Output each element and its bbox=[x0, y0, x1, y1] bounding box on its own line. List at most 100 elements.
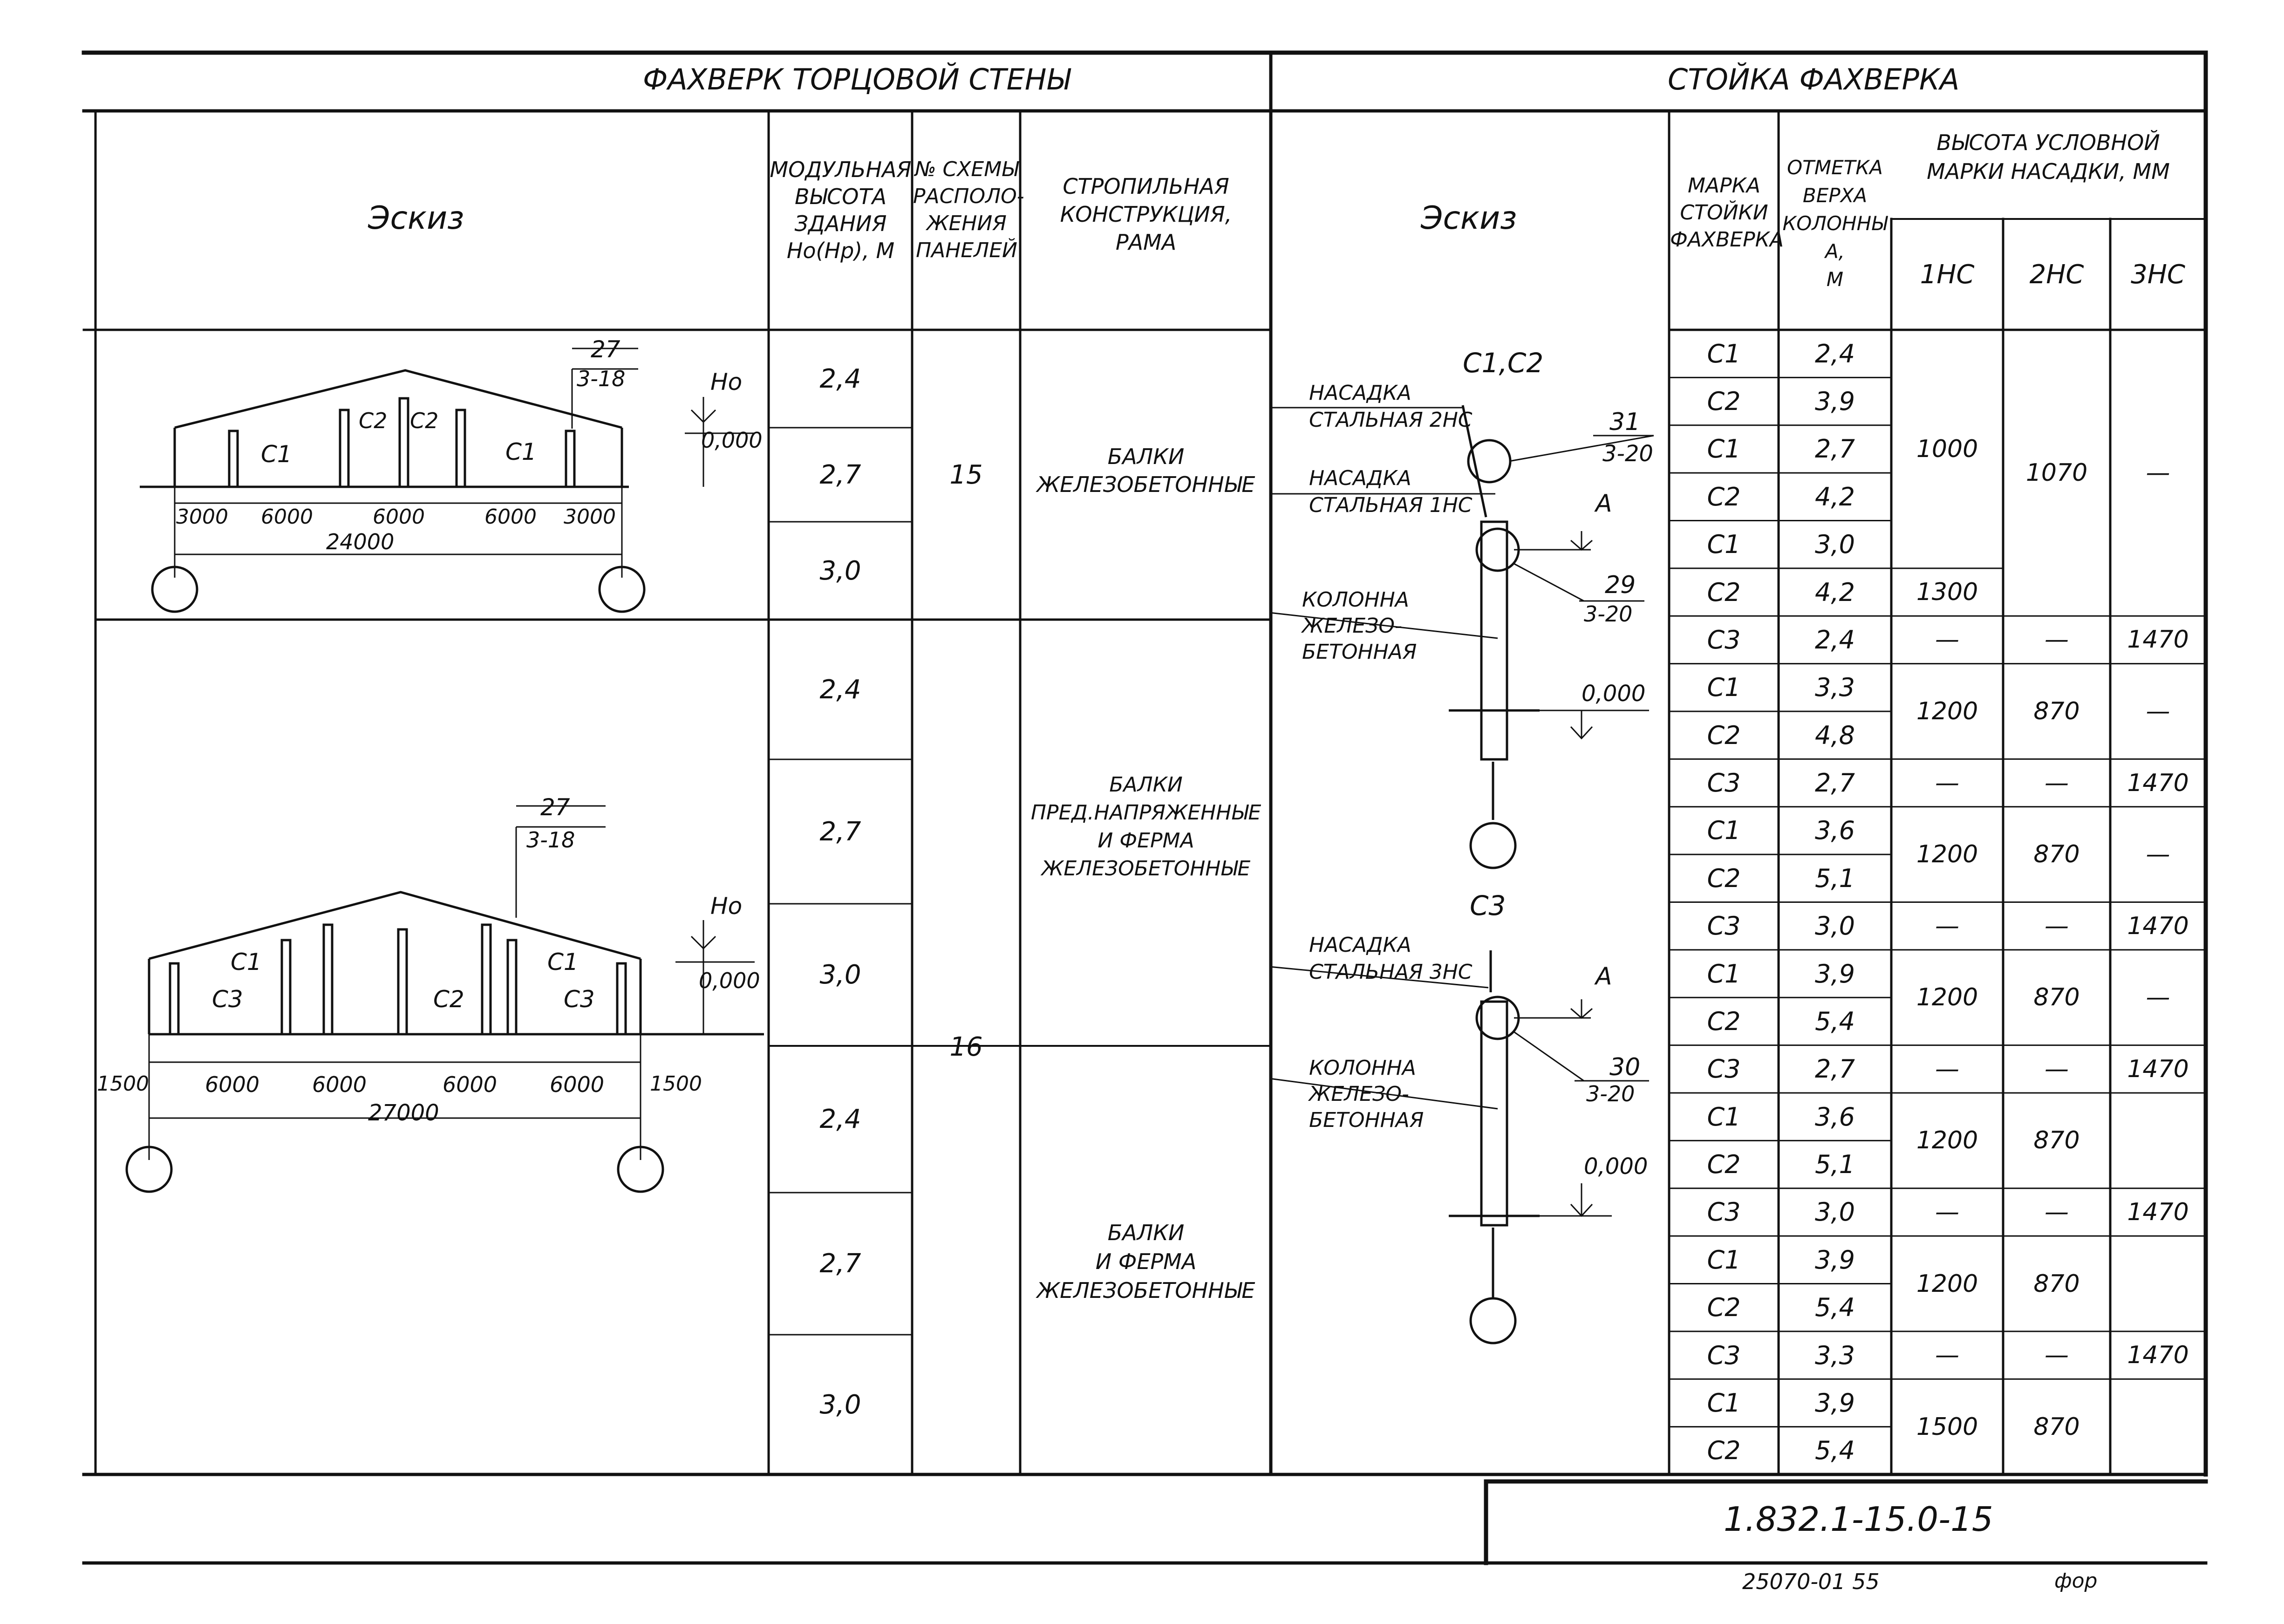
label-line: НАСАДКА bbox=[1309, 466, 1411, 490]
height-value: 2,4 bbox=[819, 363, 861, 394]
column-top-mark: 2,7 bbox=[1815, 1054, 1855, 1084]
top-header-line: М bbox=[1826, 268, 1844, 291]
column-top-mark: 5,4 bbox=[1815, 1293, 1855, 1323]
nozzle-value: — bbox=[1935, 1055, 1959, 1083]
column-mark: С1 bbox=[1707, 1388, 1741, 1418]
top-header-line: ОТМЕТКА bbox=[1787, 156, 1883, 179]
structure-line: И ФЕРМА bbox=[1095, 1249, 1197, 1274]
nozzle-value: — bbox=[2146, 697, 2170, 725]
column-label-a: КОЛОННА ЖЕЛЕЗО- БЕТОННАЯ bbox=[1302, 587, 1417, 665]
scheme-header-line: РАСПОЛО- bbox=[913, 184, 1024, 208]
structure-1: БАЛКИ ЖЕЛЕЗОБЕТОННЫЕ bbox=[1023, 443, 1269, 498]
column-top-mark: 3,9 bbox=[1815, 959, 1855, 989]
nozzle-value: — bbox=[2146, 983, 2170, 1012]
column-top-mark: 2,7 bbox=[1815, 768, 1855, 798]
label-line: БЕТОННАЯ bbox=[1309, 1108, 1424, 1132]
nozzle-value: — bbox=[2045, 912, 2069, 940]
structure-2: БАЛКИ ПРЕД.НАПРЯЖЕННЫЕ И ФЕРМА ЖЕЛЕЗОБЕТ… bbox=[1023, 771, 1269, 883]
sketch2-span: 1500 bbox=[650, 1072, 702, 1096]
column-mark: С1 bbox=[1707, 530, 1741, 560]
footer-format: фор bbox=[2054, 1569, 2098, 1593]
nozzle-value: 1470 bbox=[2127, 1198, 2189, 1226]
nozzle-value: 1200 bbox=[1916, 840, 1978, 869]
mark-header: МАРКА СТОЙКИ ФАХВЕРКА bbox=[1670, 172, 1784, 253]
structure-line: ЖЕЛЕЗОБЕТОННЫЕ bbox=[1041, 857, 1251, 880]
ref31-bottom: 3-20 bbox=[1602, 441, 1653, 467]
column-top-mark: 5,1 bbox=[1815, 1150, 1855, 1180]
nozzle-value: 1470 bbox=[2127, 1055, 2189, 1083]
sketch1-ref-bottom: 3-18 bbox=[577, 366, 626, 391]
col-sketch-title-a: С1,С2 bbox=[1463, 347, 1544, 379]
column-top-mark: 3,6 bbox=[1815, 816, 1855, 846]
ref30-top: 30 bbox=[1609, 1053, 1641, 1081]
label-line: СТАЛЬНАЯ 3НС bbox=[1309, 960, 1473, 984]
structure-line: И ФЕРМА bbox=[1098, 829, 1194, 853]
height-value: 2,7 bbox=[819, 459, 861, 490]
structure-line: ЖЕЛЕЗОБЕТОННЫЕ bbox=[1036, 472, 1255, 497]
label-line: БЕТОННАЯ bbox=[1302, 640, 1417, 664]
nozzle-value: 1200 bbox=[1916, 697, 1978, 725]
column-mark: С2 bbox=[1707, 1150, 1741, 1180]
sketch2-ref-top: 27 bbox=[540, 794, 570, 821]
nozzle-value: — bbox=[2045, 1055, 2069, 1083]
scheme-header-line: ПАНЕЛЕЙ bbox=[916, 239, 1017, 262]
column-mark: С1 bbox=[1707, 339, 1741, 368]
sketch2-span: 6000 bbox=[550, 1072, 605, 1097]
column-mark: С2 bbox=[1707, 577, 1741, 607]
column-top-mark: 4,2 bbox=[1815, 482, 1855, 512]
sketch1-level-label: Hо bbox=[710, 368, 743, 396]
column-top-mark: 3,3 bbox=[1815, 673, 1855, 703]
height-header-line: ЗДАНИЯ bbox=[794, 211, 887, 236]
sketch1-ref-top: 27 bbox=[591, 336, 620, 363]
nozzle-value: 1470 bbox=[2127, 626, 2189, 654]
nozzle-value: 1200 bbox=[1916, 1269, 1978, 1298]
height-header-line: Hо(Hр), М bbox=[786, 238, 895, 263]
top-header: ОТМЕТКА ВЕРХА КОЛОННЫ А, М bbox=[1779, 154, 1890, 293]
mark-header-line: ФАХВЕРКА bbox=[1670, 228, 1784, 252]
sketch1-span: 6000 bbox=[261, 505, 313, 529]
sketch1-span: 6000 bbox=[373, 505, 425, 529]
column-top-mark: 5,4 bbox=[1815, 1006, 1855, 1036]
document-code: 1.832.1-15.0-15 bbox=[1724, 1500, 1993, 1539]
height-header-line: ВЫСОТА bbox=[794, 184, 887, 209]
zero-mark-b: 0,000 bbox=[1584, 1153, 1648, 1180]
nozzle-2-header: 2НС bbox=[2029, 259, 2084, 290]
column-mark: С1 bbox=[1707, 816, 1741, 846]
ref30-bottom: 3-20 bbox=[1586, 1081, 1635, 1106]
mark-header-line: СТОЙКИ bbox=[1680, 201, 1768, 225]
height-value: 3,0 bbox=[819, 1389, 861, 1420]
sketch2-level-label: Hо bbox=[710, 893, 743, 920]
label-line: СТАЛЬНАЯ 1НС bbox=[1309, 493, 1473, 517]
nozzle-value: 1300 bbox=[1916, 578, 1978, 607]
column-top-mark: 5,4 bbox=[1815, 1436, 1855, 1466]
label-line: КОЛОННА bbox=[1302, 588, 1409, 612]
column-mark: С3 bbox=[1707, 1340, 1741, 1370]
height-value: 3,0 bbox=[819, 960, 861, 990]
col-sketch-title-b: С3 bbox=[1470, 890, 1506, 921]
column-mark: С1 bbox=[1707, 434, 1741, 464]
column-mark: С1 bbox=[1707, 959, 1741, 989]
sketch2-span: 1500 bbox=[97, 1072, 149, 1096]
structure-line: ЖЕЛЕЗОБЕТОННЫЕ bbox=[1036, 1278, 1255, 1303]
mark-a-2: А bbox=[1595, 962, 1612, 990]
column-mark: С3 bbox=[1707, 625, 1741, 655]
column-mark: С2 bbox=[1707, 863, 1741, 893]
nozzle-group-header-line: ВЫСОТА УСЛОВНОЙ bbox=[1936, 130, 2160, 155]
height-value: 2,7 bbox=[819, 1249, 861, 1279]
footer-number: 25070-01 55 bbox=[1742, 1569, 1880, 1594]
height-value: 2,7 bbox=[819, 816, 861, 847]
nozzle-value: — bbox=[2146, 840, 2170, 869]
column-mark: С3 bbox=[1707, 1054, 1741, 1084]
nozzle-value: 1470 bbox=[2127, 1341, 2189, 1370]
nozzle-value: — bbox=[2045, 626, 2069, 654]
nozzle-value: 870 bbox=[2033, 697, 2080, 725]
label-line: СТАЛЬНАЯ 2НС bbox=[1309, 408, 1473, 432]
nozzle-group-header: ВЫСОТА УСЛОВНОЙ МАРКИ НАСАДКИ, ММ bbox=[1892, 128, 2204, 186]
nozzle-value: 870 bbox=[2033, 1126, 2080, 1155]
sketch1-total: 24000 bbox=[326, 529, 395, 554]
structure-line: БАЛКИ bbox=[1107, 1220, 1185, 1245]
column-label-b: КОЛОННА ЖЕЛЕЗО- БЕТОННАЯ bbox=[1309, 1055, 1424, 1133]
nozzle-value: 1000 bbox=[1916, 435, 1978, 463]
column-top-mark: 3,0 bbox=[1815, 530, 1855, 560]
nozzle-value: — bbox=[1935, 1198, 1959, 1226]
